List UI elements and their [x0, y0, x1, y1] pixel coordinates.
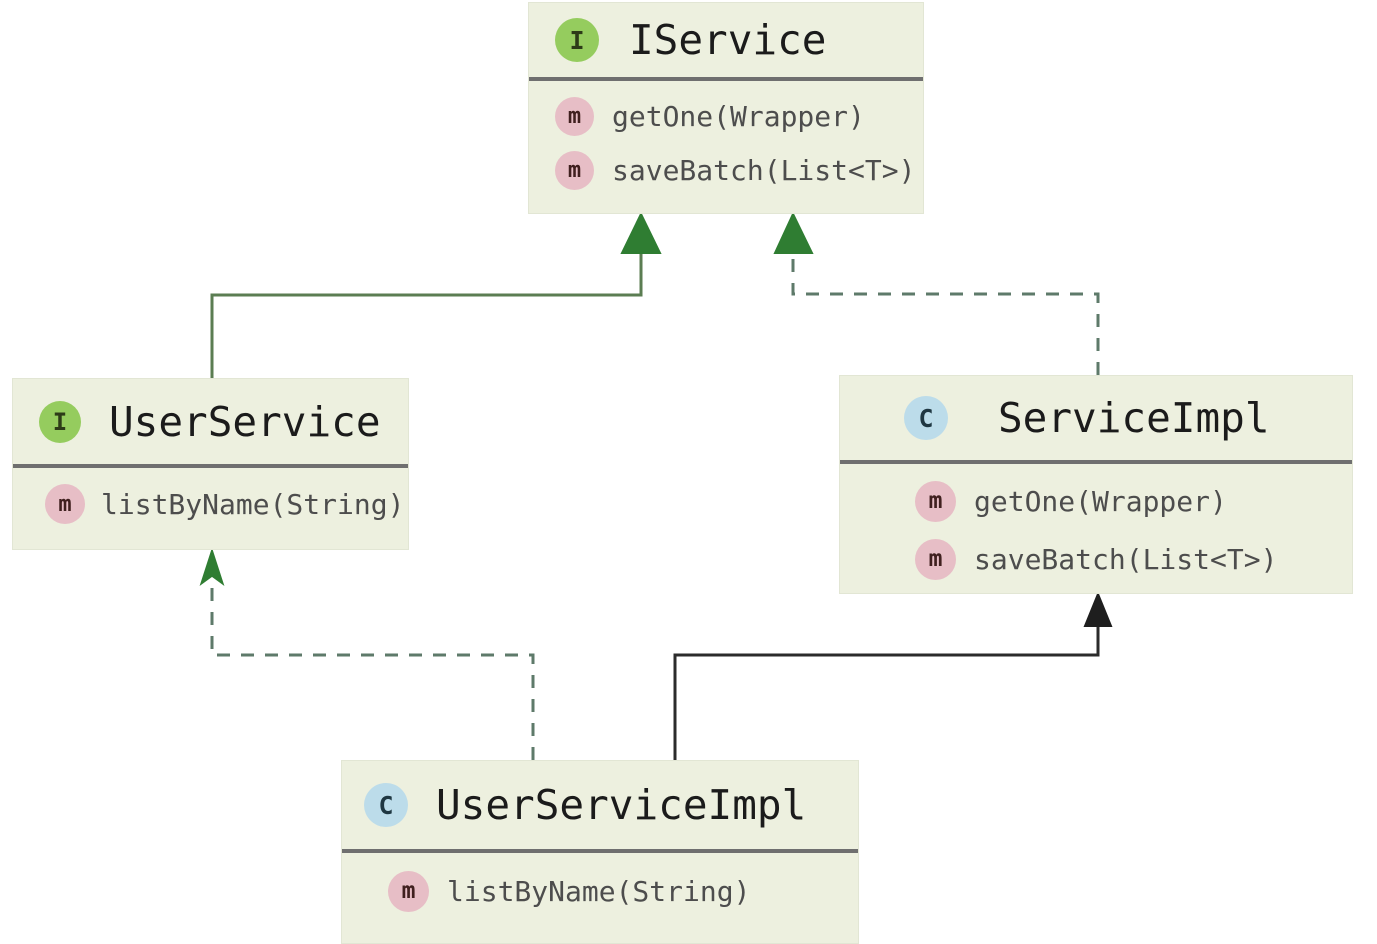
interface-icon: I [39, 400, 81, 443]
class-icon: C [364, 783, 408, 827]
member-label: getOne(Wrapper) [974, 484, 1227, 518]
uml-class-iservice[interactable]: I IService m getOne(Wrapper) m saveBatch… [528, 2, 924, 214]
method-icon: m [915, 538, 956, 580]
member-row[interactable]: m getOne(Wrapper) [555, 89, 923, 143]
class-members-userservice: m listByName(String) [13, 468, 408, 541]
class-header-userserviceimpl: C UserServiceImpl [342, 761, 858, 849]
uml-class-serviceimpl[interactable]: C ServiceImpl m getOne(Wrapper) m saveBa… [839, 375, 1353, 594]
class-members-userserviceimpl: m listByName(String) [342, 853, 858, 929]
member-label: saveBatch(List<T>) [612, 153, 916, 187]
class-header-serviceimpl: C ServiceImpl [840, 376, 1352, 460]
relation-userserviceimpl-extends-serviceimpl [673, 591, 1113, 760]
member-label: listByName(String) [101, 487, 405, 521]
class-title: IService [629, 16, 827, 64]
member-label: saveBatch(List<T>) [974, 542, 1278, 576]
class-members-iservice: m getOne(Wrapper) m saveBatch(List<T>) [529, 81, 923, 207]
method-icon: m [388, 870, 429, 912]
class-members-serviceimpl: m getOne(Wrapper) m saveBatch(List<T>) [840, 464, 1352, 598]
class-icon: C [904, 396, 948, 440]
class-title: ServiceImpl [998, 394, 1270, 442]
member-row[interactable]: m listByName(String) [388, 863, 858, 919]
method-icon: m [915, 480, 956, 522]
class-header-userservice: I UserService [13, 379, 408, 464]
class-divider [529, 77, 923, 81]
method-icon: m [555, 150, 594, 190]
class-title: UserService [109, 397, 381, 446]
relation-serviceimpl-implements-iservice [773, 211, 1100, 375]
relation-userserviceimpl-implements-userservice [199, 547, 535, 760]
class-title: UserServiceImpl [436, 781, 807, 829]
member-label: listByName(String) [447, 874, 751, 908]
member-row[interactable]: m getOne(Wrapper) [915, 472, 1352, 530]
class-divider [840, 460, 1352, 464]
member-row[interactable]: m saveBatch(List<T>) [555, 143, 923, 197]
uml-class-userserviceimpl[interactable]: C UserServiceImpl m listByName(String) [341, 760, 859, 944]
interface-icon: I [555, 18, 599, 62]
uml-class-userservice[interactable]: I UserService m listByName(String) [12, 378, 409, 550]
member-row[interactable]: m saveBatch(List<T>) [915, 530, 1352, 588]
class-header-iservice: I IService [529, 3, 923, 77]
class-divider [342, 849, 858, 853]
member-row[interactable]: m listByName(String) [45, 477, 408, 531]
method-icon: m [45, 484, 85, 524]
class-divider [13, 464, 408, 468]
relation-userservice-extends-iservice [210, 211, 662, 378]
method-icon: m [555, 96, 594, 136]
member-label: getOne(Wrapper) [612, 99, 865, 133]
